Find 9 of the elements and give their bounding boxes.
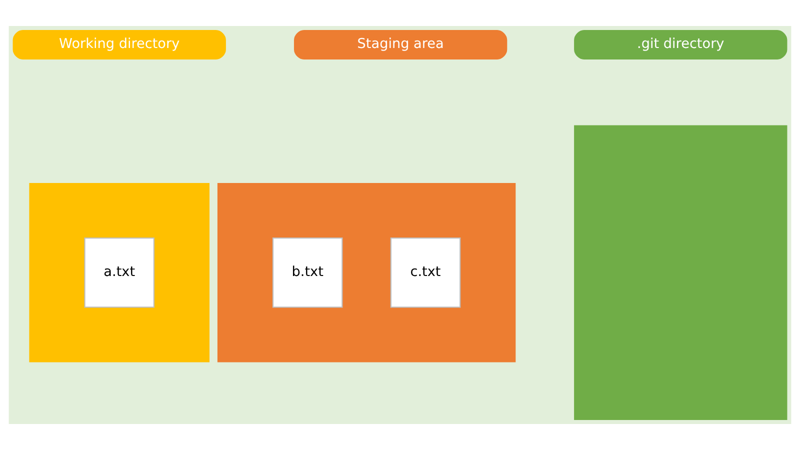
node-box <box>574 125 788 420</box>
node-box: .git directory <box>574 30 788 60</box>
node-box: a.txt <box>84 237 155 308</box>
node-box: Staging area <box>294 30 508 60</box>
node-box: b.txt <box>272 237 343 308</box>
node-box: c.txt <box>390 237 461 308</box>
cluster <box>217 183 516 362</box>
node-box: Working directory <box>12 30 226 60</box>
cluster <box>29 183 210 362</box>
